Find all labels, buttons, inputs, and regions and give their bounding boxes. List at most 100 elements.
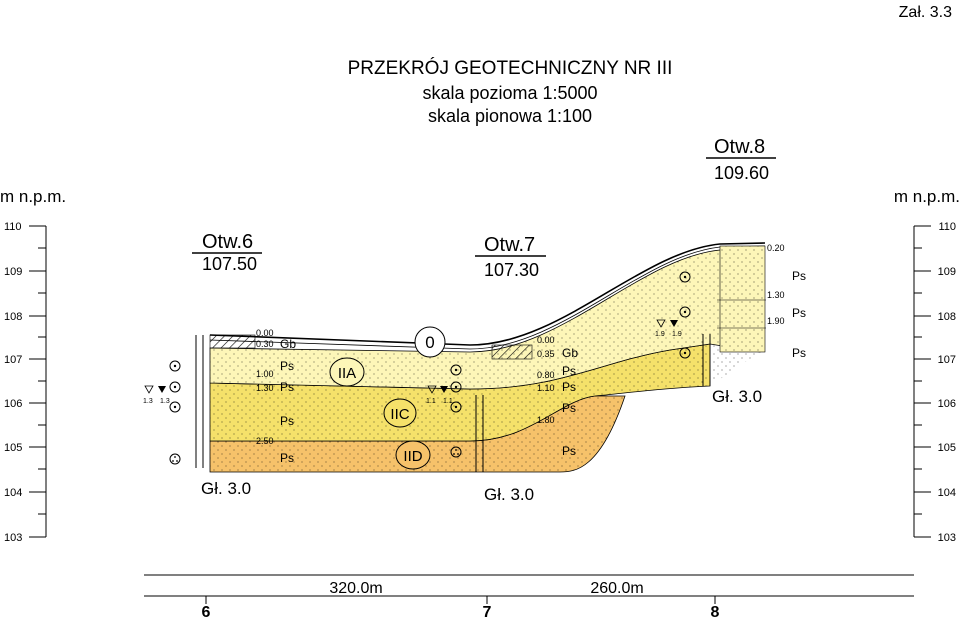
- otw6-soil-3: Ps: [280, 414, 294, 428]
- otw8-water-level-2: 1.9: [672, 331, 682, 338]
- topsoil-hatch-otw6: [209, 334, 256, 349]
- otw7-depth-3: 1.10: [537, 383, 555, 393]
- otw8-total-depth: Gł. 3.0: [712, 387, 762, 406]
- vertical-scale: skala pionowa 1:100: [428, 106, 592, 126]
- otw6-water-level-1: 1.3: [143, 398, 153, 405]
- sample-icon: [450, 381, 462, 393]
- sample-icon: [169, 360, 181, 372]
- left-tick-105: 105: [4, 442, 22, 454]
- horizontal-scale: skala pozioma 1:5000: [422, 83, 597, 103]
- right-axis-unit: m n.p.m.: [894, 187, 960, 206]
- borehole-lines: [195, 299, 766, 472]
- right-tick-110: 110: [938, 221, 956, 233]
- otw6-soil-0: Gb: [280, 337, 296, 351]
- otw8-name: Otw.8: [714, 136, 765, 158]
- otw7-soil-3: Ps: [562, 401, 576, 415]
- otw7-soil-1: Ps: [562, 364, 576, 378]
- right-tick-103: 103: [938, 532, 956, 544]
- left-tick-104: 104: [4, 487, 22, 499]
- otw8-depth-2: 1.90: [767, 316, 785, 326]
- disturbed-sample-icon: [169, 453, 181, 465]
- soil-layers: [209, 242, 766, 473]
- left-tick-103: 103: [4, 532, 22, 544]
- sample-icon: [450, 401, 462, 413]
- left-tick-106: 106: [4, 398, 22, 410]
- otw7-depth-0: 0.00: [537, 335, 555, 345]
- otw8-depth-1: 1.30: [767, 290, 785, 300]
- otw8-elevation: 109.60: [714, 163, 769, 183]
- layer-0-label: 0: [425, 333, 434, 352]
- left-tick-107: 107: [4, 354, 22, 366]
- otw7-name: Otw.7: [484, 234, 535, 256]
- otw7-elevation: 107.30: [484, 260, 539, 280]
- layer-0-marker: [414, 326, 446, 358]
- layer-iic-marker: [383, 398, 417, 428]
- otw8-water-level-1: 1.9: [655, 331, 665, 338]
- distance-6-7: 320.0m: [329, 580, 382, 597]
- attachment-label: Zał. 3.3: [899, 4, 952, 21]
- sample-icon: [679, 347, 691, 359]
- layer-iid-marker: [395, 440, 431, 470]
- otw7-total-depth: Gł. 3.0: [484, 485, 534, 504]
- right-tick-108: 108: [938, 311, 956, 323]
- sample-icon: [679, 306, 691, 318]
- layer-iia-marker: [329, 357, 365, 387]
- left-elevation-scale: 110 109 108 107 106 105 104 103: [4, 221, 47, 544]
- otw8-soil-0: Ps: [792, 269, 806, 283]
- right-tick-105: 105: [938, 442, 956, 454]
- otw6-water-level-2: 1.3: [160, 398, 170, 405]
- otw8-soil-2: Ps: [792, 346, 806, 360]
- water-table-icon: [670, 320, 678, 327]
- otw7-soil-2: Ps: [562, 380, 576, 394]
- otw6-elevation: 107.50: [202, 254, 257, 274]
- disturbed-sample-icon: [450, 446, 462, 458]
- otw7-depth-1: 0.35: [537, 349, 555, 359]
- borehole-otw8: Otw.8 109.60 0.20 Ps 1.30 Ps 1.90 Ps Gł.…: [655, 136, 806, 406]
- water-table-icon: [158, 386, 166, 393]
- otw7-water-level-2: 1.1: [443, 398, 453, 405]
- layer-labels: 0 IIA IIC IID: [329, 326, 446, 470]
- station-7: 7: [483, 604, 492, 620]
- water-table-icon: [144, 385, 154, 394]
- right-elevation-scale: 110 109 108 107 106 105 104 103: [913, 221, 956, 544]
- borehole-otw7: Otw.7 107.30 0.00 0.35 Gb 0.80 Ps 1.10 P…: [426, 234, 578, 504]
- right-tick-107: 107: [938, 354, 956, 366]
- left-tick-110: 110: [4, 221, 22, 233]
- section-title: PRZEKRÓJ GEOTECHNICZNY NR III: [348, 57, 673, 79]
- left-tick-109: 109: [4, 266, 22, 278]
- sample-icon: [450, 364, 462, 376]
- otw6-soil-4: Ps: [280, 451, 294, 465]
- water-table-icon: [427, 385, 437, 394]
- otw6-soil-1: Ps: [280, 359, 294, 373]
- station-6: 6: [202, 604, 211, 620]
- left-tick-108: 108: [4, 311, 22, 323]
- distance-scale: 320.0m 260.0m 6 7 8: [144, 574, 914, 621]
- right-tick-106: 106: [938, 398, 956, 410]
- otw7-soil-4: Ps: [562, 444, 576, 458]
- otw7-depth-4: 1.80: [537, 415, 555, 425]
- left-axis-unit: m n.p.m.: [0, 187, 66, 206]
- right-tick-109: 109: [938, 266, 956, 278]
- right-tick-104: 104: [938, 487, 956, 499]
- sample-icon: [169, 381, 181, 393]
- sample-icon: [679, 271, 691, 283]
- otw6-depth-3: 1.30: [256, 383, 274, 393]
- borehole-otw6: Otw.6 107.50 0.00 0.30 Gb Ps 1.00 1.30 P…: [143, 231, 296, 498]
- water-table-icon: [440, 386, 448, 393]
- layer-iia-label: IIA: [338, 365, 356, 382]
- distance-7-8: 260.0m: [590, 580, 643, 597]
- water-table-icon: [656, 319, 666, 328]
- otw7-water-level-1: 1.1: [426, 398, 436, 405]
- layer-iic-label: IIC: [390, 406, 409, 423]
- sample-icon: [169, 401, 181, 413]
- ground-surface-line: [209, 242, 766, 346]
- station-8: 8: [711, 604, 720, 620]
- otw6-soil-2: Ps: [280, 380, 294, 394]
- topsoil-hatch-otw7: [491, 344, 533, 360]
- otw6-name: Otw.6: [202, 231, 253, 253]
- otw6-depth-0: 0.00: [256, 328, 274, 338]
- layer-iid-label: IID: [403, 448, 422, 465]
- otw8-soil-1: Ps: [792, 306, 806, 320]
